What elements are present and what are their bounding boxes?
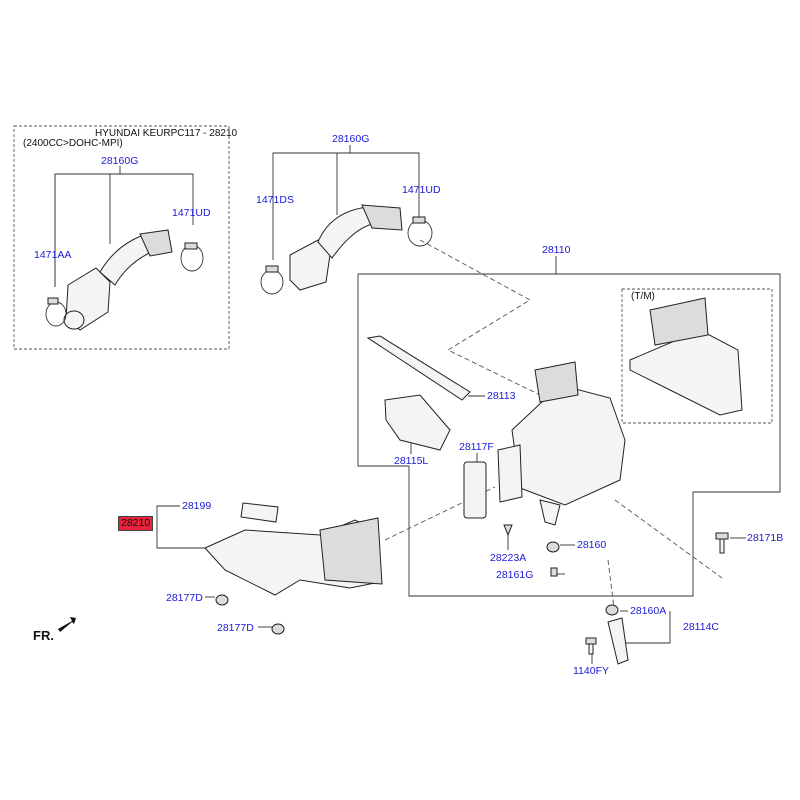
label-28110[interactable]: 28110 bbox=[542, 244, 571, 256]
part-28160A bbox=[605, 604, 619, 616]
part-28117F bbox=[463, 461, 487, 519]
label-28223A[interactable]: 28223A bbox=[490, 552, 527, 564]
tm-note: (T/M) bbox=[631, 291, 655, 302]
part-1140FY bbox=[585, 637, 597, 655]
part-28113 bbox=[366, 335, 471, 401]
part-28115L bbox=[384, 394, 451, 451]
label-28115L[interactable]: 28115L bbox=[394, 455, 429, 467]
part-28177D-b bbox=[271, 623, 285, 635]
label-28160[interactable]: 28160 bbox=[577, 539, 607, 551]
label-28171B[interactable]: 28171B bbox=[747, 532, 784, 544]
dash-hose-to-box bbox=[419, 239, 541, 396]
dash-bracket bbox=[607, 559, 615, 609]
dash-28199 bbox=[384, 486, 496, 541]
leader-28114C bbox=[625, 611, 671, 644]
top-intake-hose bbox=[289, 204, 403, 291]
part-28160 bbox=[546, 541, 560, 553]
top-clamp-1471DS bbox=[260, 265, 284, 295]
label-28113[interactable]: 28113 bbox=[487, 390, 516, 402]
leader-bracket-top bbox=[272, 152, 420, 260]
label-1471UD-top[interactable]: 1471UD bbox=[402, 184, 441, 196]
leader-bracket-left bbox=[54, 173, 194, 287]
fr-arrow-icon bbox=[58, 617, 76, 632]
label-1140FY[interactable]: 1140FY bbox=[573, 665, 609, 677]
part-28210 bbox=[204, 517, 383, 596]
label-28199[interactable]: 28199 bbox=[182, 500, 212, 512]
part-28114C bbox=[607, 617, 629, 665]
label-1471DS[interactable]: 1471DS bbox=[256, 194, 294, 206]
label-1471UD-left[interactable]: 1471UD bbox=[172, 207, 211, 219]
top-clamp-1471UD bbox=[407, 216, 433, 247]
part-28199 bbox=[240, 502, 279, 523]
leader-28210 bbox=[156, 505, 210, 549]
label-28161G[interactable]: 28161G bbox=[496, 569, 534, 581]
part-28223A bbox=[503, 524, 513, 537]
part-28171B bbox=[715, 532, 729, 554]
label-28160G-top[interactable]: 28160G bbox=[332, 133, 370, 145]
label-28177D-a[interactable]: 28177D bbox=[166, 592, 203, 604]
tm-duct bbox=[629, 297, 743, 416]
part-28177D-a bbox=[215, 594, 229, 606]
label-28160G-left[interactable]: 28160G bbox=[101, 155, 139, 167]
label-28210-highlight[interactable]: 28210 bbox=[118, 516, 154, 531]
label-1471AA[interactable]: 1471AA bbox=[34, 249, 72, 261]
tm-variant-box bbox=[621, 288, 773, 424]
engine-variant-box bbox=[13, 125, 230, 350]
label-28117F[interactable]: 28117F bbox=[459, 441, 494, 453]
part-28161G bbox=[550, 567, 558, 577]
dash-28171B bbox=[614, 499, 723, 579]
model-line: HYUNDAI KEURPC117 - 28210 bbox=[95, 128, 238, 139]
label-28177D-b[interactable]: 28177D bbox=[217, 622, 254, 634]
label-28114C[interactable]: 28114C bbox=[683, 621, 720, 633]
engine-note: (2400CC>DOHC-MPI) bbox=[23, 138, 123, 149]
left-intake-hose bbox=[63, 229, 173, 331]
fr-label: FR. bbox=[33, 628, 54, 643]
label-28160A[interactable]: 28160A bbox=[630, 605, 667, 617]
left-clamp-1471AA bbox=[45, 297, 67, 327]
assembly-outline bbox=[357, 273, 781, 597]
left-clamp-1471UD bbox=[180, 242, 204, 272]
air-cleaner-body bbox=[497, 361, 626, 526]
